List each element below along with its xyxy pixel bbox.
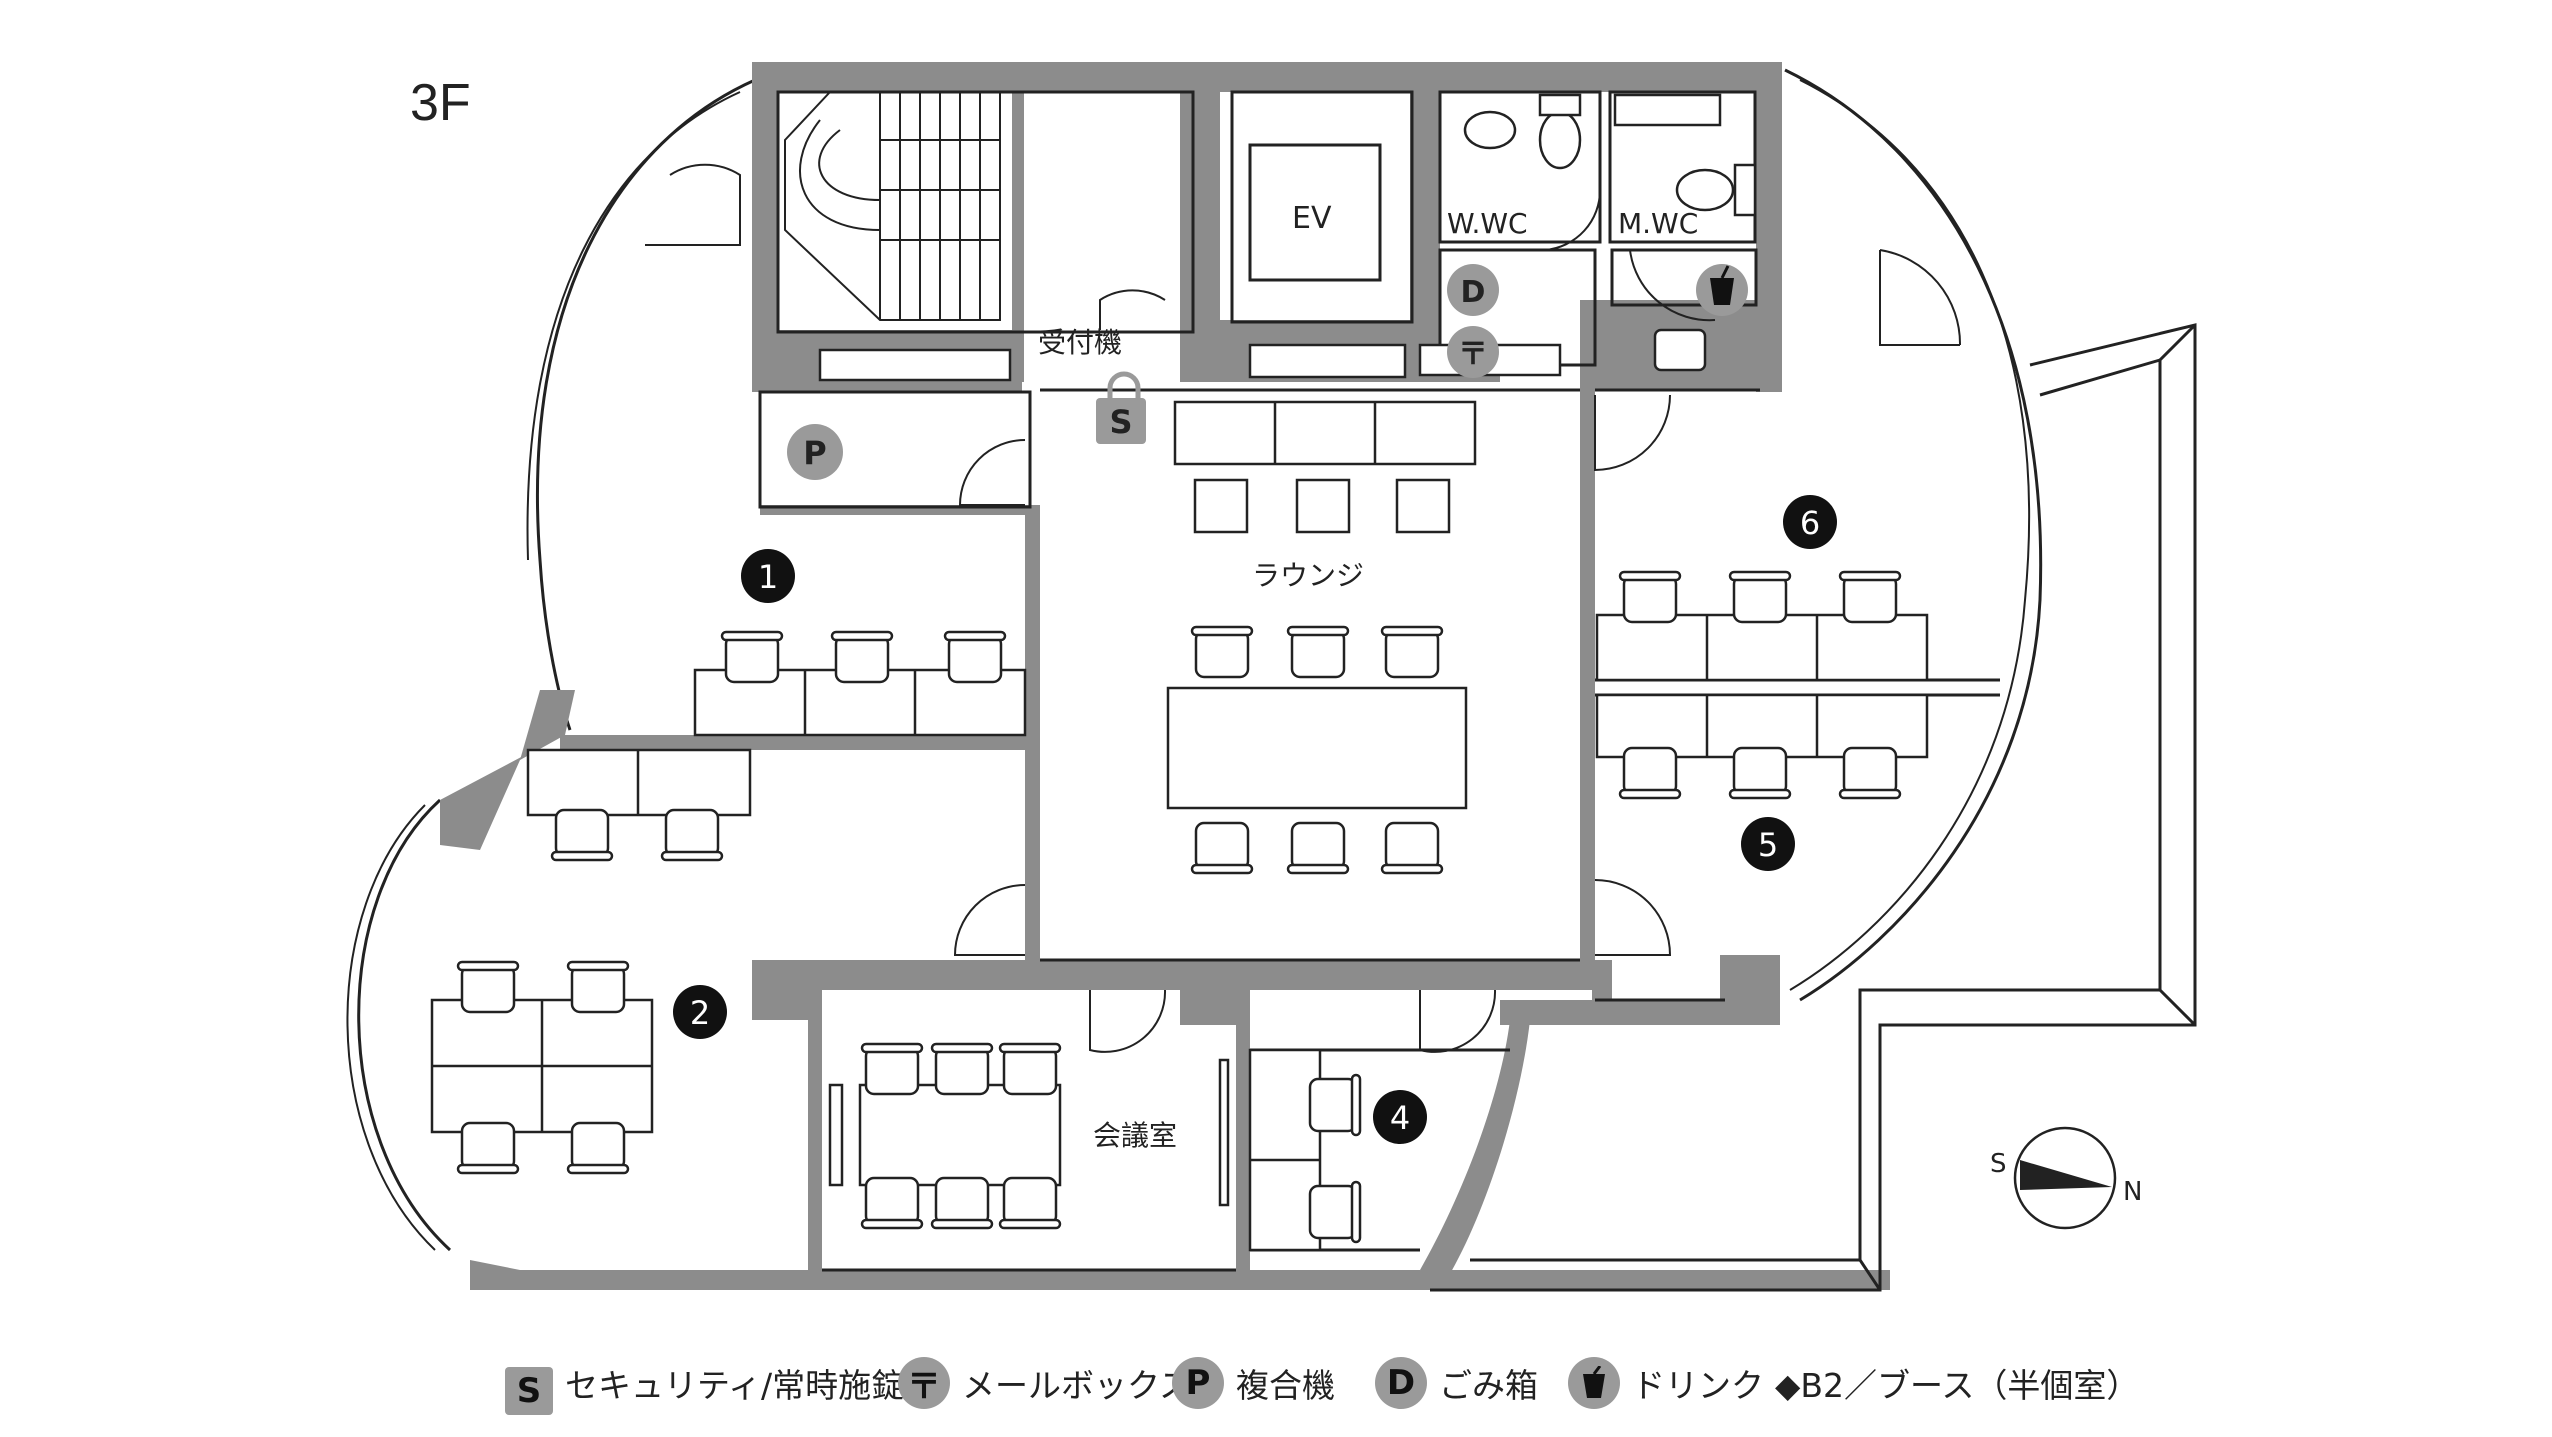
trash-marker-text: D [1461,275,1486,310]
mwc-label: M.WC [1618,207,1698,240]
room-badge-1-text: 1 [758,558,778,596]
legend-trash: D ごみ箱 [1375,1348,1538,1418]
legend-trash-text: ごみ箱 [1439,1366,1538,1405]
room-badge-4: 4 [1373,1090,1427,1144]
mail-marker-text: 〒 [1458,337,1488,372]
trash-marker: D [1447,264,1499,316]
legend: S セキュリティ/常時施錠 〒 メールボックス P 複合機 D ごみ箱 ドリンク… [0,1348,2552,1418]
stairs [784,91,1001,321]
legend-mail: 〒 メールボックス [898,1348,1192,1418]
legend-security: S セキュリティ/常時施錠 [505,1348,904,1418]
room-badge-4-text: 4 [1390,1099,1410,1137]
copier-marker-text: P [803,434,826,472]
legend-mail-text: メールボックス [962,1366,1193,1405]
legend-drink: ドリンク [1568,1348,1764,1418]
room-badge-1: 1 [741,549,795,603]
cup-icon [1568,1357,1620,1409]
compass: S N [1990,1126,2142,1230]
copier-marker: P [787,424,843,480]
legend-copier-text: 複合機 [1236,1366,1335,1405]
security-marker-text: S [1109,403,1132,441]
mail-icon: 〒 [898,1357,950,1409]
room-badge-5: 5 [1741,817,1795,871]
lock-icon: S [505,1367,553,1415]
room-badge-6: 6 [1783,495,1837,549]
room-badge-6-text: 6 [1800,504,1820,542]
door-arcs [645,163,1962,1053]
compass-south: S [1990,1149,2007,1179]
printer-icon: P [1172,1357,1224,1409]
terrace [1430,323,2197,1292]
meeting-room-label: 会議室 [1093,1119,1177,1152]
drink-marker [1696,264,1748,316]
legend-security-text: セキュリティ/常時施錠 [565,1366,905,1405]
room-badge-2-text: 2 [690,994,710,1032]
outer-curve-walls [346,68,2043,1252]
legend-booth-text: ◆B2／ブース（半個室） [1775,1366,2140,1405]
room-badge-2: 2 [673,985,727,1039]
lounge-label: ラウンジ [1252,559,1364,592]
room-badge-5-text: 5 [1758,826,1778,864]
furniture [430,93,1929,1252]
trash-icon: D [1375,1357,1427,1409]
mail-marker: 〒 [1447,326,1499,378]
legend-drink-text: ドリンク [1632,1366,1764,1405]
floor-label: 3F [410,74,471,132]
ev-label: EV [1292,201,1332,236]
compass-north: N [2123,1177,2142,1207]
legend-booth: ◆B2／ブース（半個室） [1775,1348,2139,1418]
wwc-label: W.WC [1447,207,1528,240]
reception-label: 受付機 [1038,326,1122,359]
legend-copier: P 複合機 [1172,1348,1335,1418]
security-marker: S [1096,371,1146,444]
